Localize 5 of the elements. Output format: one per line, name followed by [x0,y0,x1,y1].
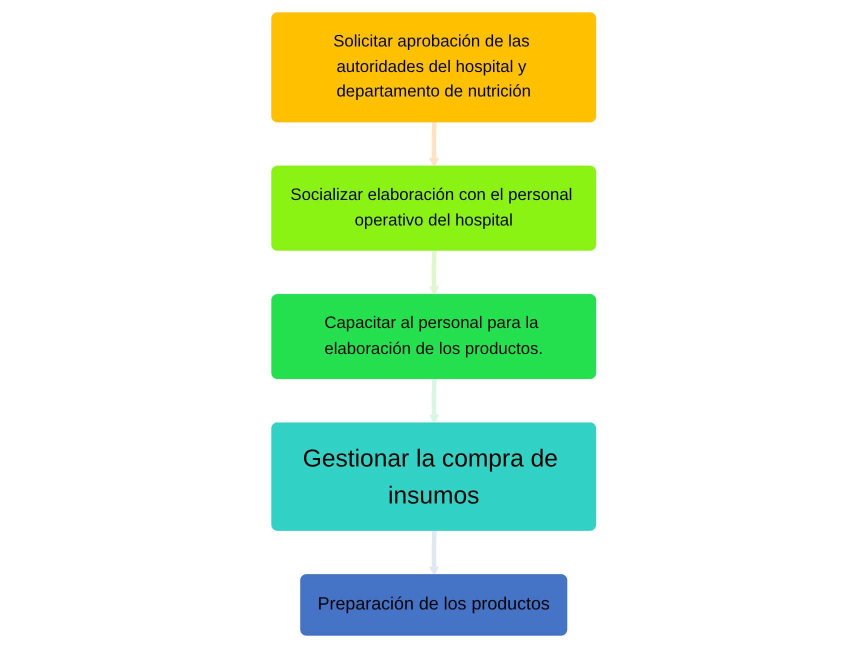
flowchart: Solicitar aprobación de las autoridades del hospital y departamento de nutrición Socializar elaboración con el personal operativo del hospital Capacitar al personal para la elaboración de los productos. Gestionar la compra de insumos Preparación de los productos [263,4,605,644]
arrow [429,122,440,167]
arrow [429,378,440,424]
arrow [429,530,440,576]
arrow [429,250,440,296]
